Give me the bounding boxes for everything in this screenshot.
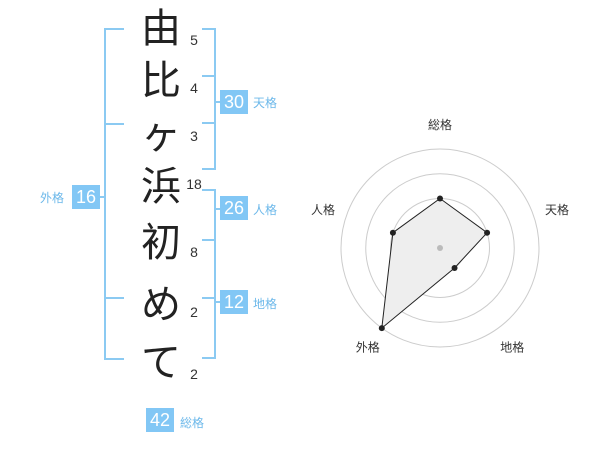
name-char: め	[141, 282, 181, 328]
stroke-count: 4	[190, 80, 198, 96]
tenkaku-bracket-tick	[202, 75, 216, 77]
soukaku-value: 42	[146, 408, 174, 432]
radar-point-1	[484, 229, 491, 236]
stroke-count: 5	[190, 32, 198, 48]
radar-point-0	[437, 195, 443, 202]
name-char: 浜	[141, 164, 181, 210]
chikaku-value: 12	[220, 290, 248, 314]
radar-grid-ring	[340, 148, 540, 348]
radar-data-polygon	[381, 197, 488, 330]
stroke-count: 2	[190, 304, 198, 320]
radar-axis-label: 外格	[356, 340, 380, 355]
radar-grid-ring	[365, 173, 515, 323]
stroke-count: 3	[190, 128, 198, 144]
chikaku-bracket-stem	[214, 301, 220, 303]
radar-center-dot	[437, 245, 443, 251]
chikaku-bracket-tick	[202, 297, 216, 299]
radar-axis-label: 総格	[428, 117, 452, 132]
tenkaku-bracket-stem	[214, 101, 220, 103]
gaikaku-value: 16	[72, 185, 100, 209]
soukaku-label: 総格	[180, 416, 205, 430]
gaikaku-bracket-stem	[98, 196, 106, 198]
radar-axis-label: 人格	[311, 202, 335, 217]
gaikaku-label: 外格	[40, 191, 65, 205]
tenkaku-value: 30	[220, 90, 248, 114]
radar-axis-label: 地格	[500, 340, 524, 355]
gaikaku-bracket	[104, 28, 124, 360]
stroke-count: 18	[186, 176, 202, 192]
chikaku-label: 地格	[253, 297, 278, 311]
jinkaku-value: 26	[220, 196, 248, 220]
name-char: 初	[141, 220, 181, 266]
jinkaku-bracket-stem	[214, 208, 220, 210]
name-char: 比	[141, 58, 181, 104]
gaikaku-bracket-tick	[104, 123, 124, 125]
radar-point-3	[378, 325, 385, 332]
tenkaku-label: 天格	[253, 96, 278, 110]
jinkaku-bracket	[202, 189, 216, 241]
chikaku-bracket	[202, 239, 216, 359]
name-char: て	[141, 340, 181, 386]
tenkaku-bracket-tick	[202, 122, 216, 124]
stroke-count: 2	[190, 366, 198, 382]
name-char: ヶ	[141, 112, 181, 158]
name-char: 由	[141, 6, 181, 52]
radar-point-4	[389, 229, 396, 236]
tenkaku-bracket	[202, 28, 216, 170]
jinkaku-label: 人格	[253, 203, 278, 217]
radar-axis-label: 天格	[545, 202, 569, 217]
radar-point-2	[451, 265, 458, 272]
gaikaku-bracket-tick	[104, 297, 124, 299]
stroke-count: 8	[190, 244, 198, 260]
